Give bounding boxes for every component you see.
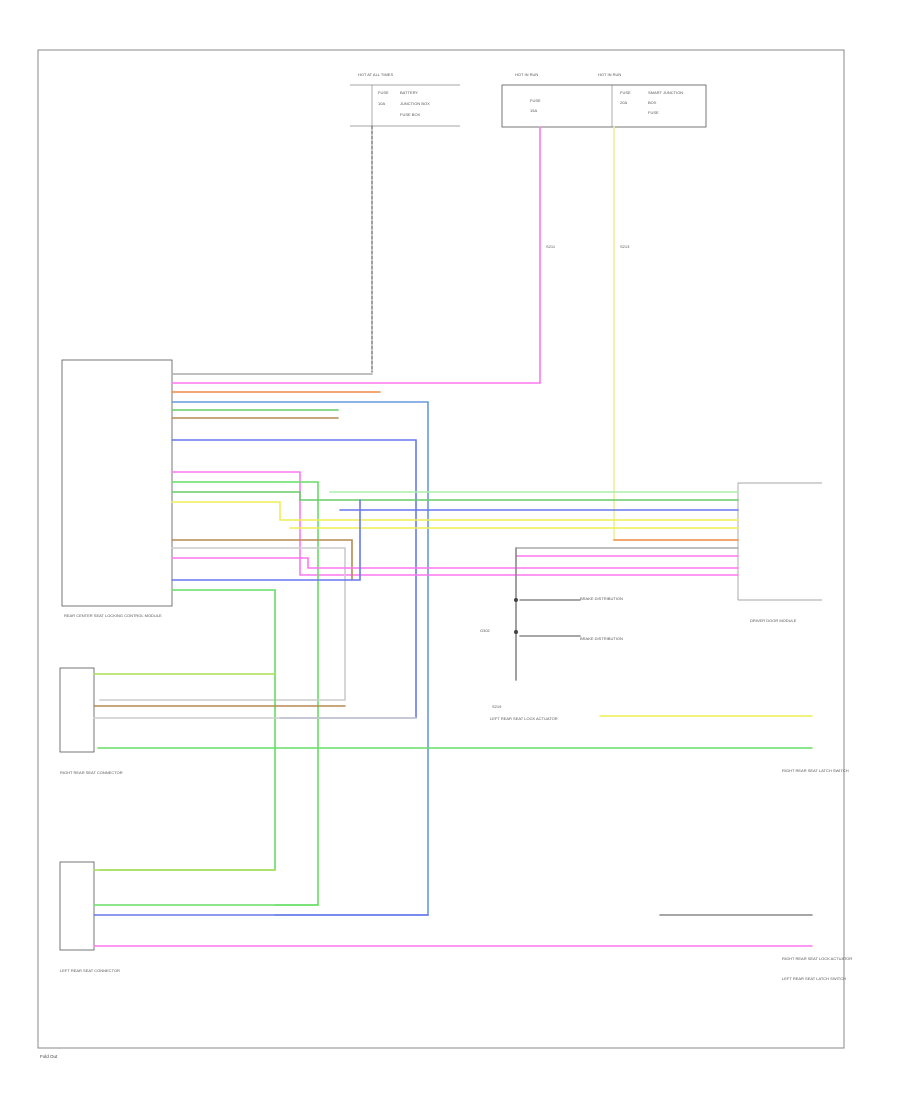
wire-22 — [99, 589, 276, 871]
right-rear-seat-connector: RIGHT REAR SEAT CONNECTOR — [59, 667, 123, 775]
svg-text:SMART JUNCTION: SMART JUNCTION — [648, 90, 683, 95]
driver-door-module-label: DRIVER DOOR MODULE — [750, 618, 797, 623]
splice-dot-2 — [514, 630, 518, 634]
wire-21 — [171, 499, 361, 581]
fuse-label-left: HOT AT ALL TIMES — [358, 72, 393, 77]
svg-text:S211: S211 — [546, 244, 556, 249]
right-rear-actuator-label: RIGHT REAR SEAT LOCK ACTUATOR — [782, 956, 852, 961]
wire-18 — [171, 539, 353, 581]
splice-dot-1 — [514, 598, 518, 602]
wire-2 — [171, 381, 541, 384]
svg-text:BRAKE DISTRIBUTION: BRAKE DISTRIBUTION — [580, 636, 623, 641]
rear-center-module-label: REAR CENTER SEAT LOCKING CONTROL MODULE — [64, 613, 162, 618]
left-rear-seat-label: LEFT REAR SEAT CONNECTOR — [60, 968, 120, 973]
wire-20 — [171, 557, 739, 569]
svg-text:FUSE: FUSE — [378, 90, 389, 95]
wire-10 — [171, 491, 739, 501]
left-rear-seat-connector: LEFT REAR SEAT CONNECTOR — [59, 861, 120, 973]
svg-text:10A: 10A — [378, 101, 385, 106]
wire-8 — [171, 471, 739, 576]
footer-code: Fold Out — [40, 1054, 58, 1059]
ground-label: G302 — [480, 628, 491, 633]
svg-text:FUSE: FUSE — [648, 110, 659, 115]
svg-text:BOX: BOX — [648, 100, 657, 105]
fuse-label-mid: HOT IN RUN — [515, 72, 538, 77]
right-rear-seat-label: RIGHT REAR SEAT CONNECTOR — [60, 770, 123, 775]
svg-text:FUSE: FUSE — [620, 90, 631, 95]
svg-text:BATTERY: BATTERY — [400, 90, 418, 95]
svg-text:15A: 15A — [530, 108, 537, 113]
svg-text:FUSE: FUSE — [530, 98, 541, 103]
svg-text:BRAKE DISTRIBUTION: BRAKE DISTRIBUTION — [580, 596, 623, 601]
svg-text:FUSE BOX: FUSE BOX — [400, 112, 421, 117]
splice-label: S219 — [492, 704, 502, 709]
svg-text:JUNCTION BOX: JUNCTION BOX — [400, 101, 430, 106]
fuse-label-right: HOT IN RUN — [598, 72, 621, 77]
left-rear-latch-label: LEFT REAR SEAT LATCH SWITCH — [782, 976, 846, 981]
wire-11 — [171, 501, 739, 521]
right-rear-latch-label: RIGHT REAR SEAT LATCH SWITCH — [782, 768, 849, 773]
diagram-frame — [37, 49, 845, 1049]
top-left-fuse-block: HOT AT ALL TIMES FUSE 10A BATTERY JUNCTI… — [350, 72, 460, 127]
left-rear-actuator-label: LEFT REAR SEAT LOCK ACTUATOR — [490, 716, 558, 721]
svg-text:S213: S213 — [620, 244, 630, 249]
wire-9 — [171, 481, 319, 906]
top-mid-fuse-block: HOT IN RUN HOT IN RUN FUSE 15A FUSE 20A … — [501, 72, 707, 128]
wire-19 — [99, 547, 346, 701]
right-module: DRIVER DOOR MODULE — [737, 482, 822, 623]
rear-center-module: REAR CENTER SEAT LOCKING CONTROL MODULE — [61, 359, 173, 618]
svg-text:20A: 20A — [620, 100, 627, 105]
